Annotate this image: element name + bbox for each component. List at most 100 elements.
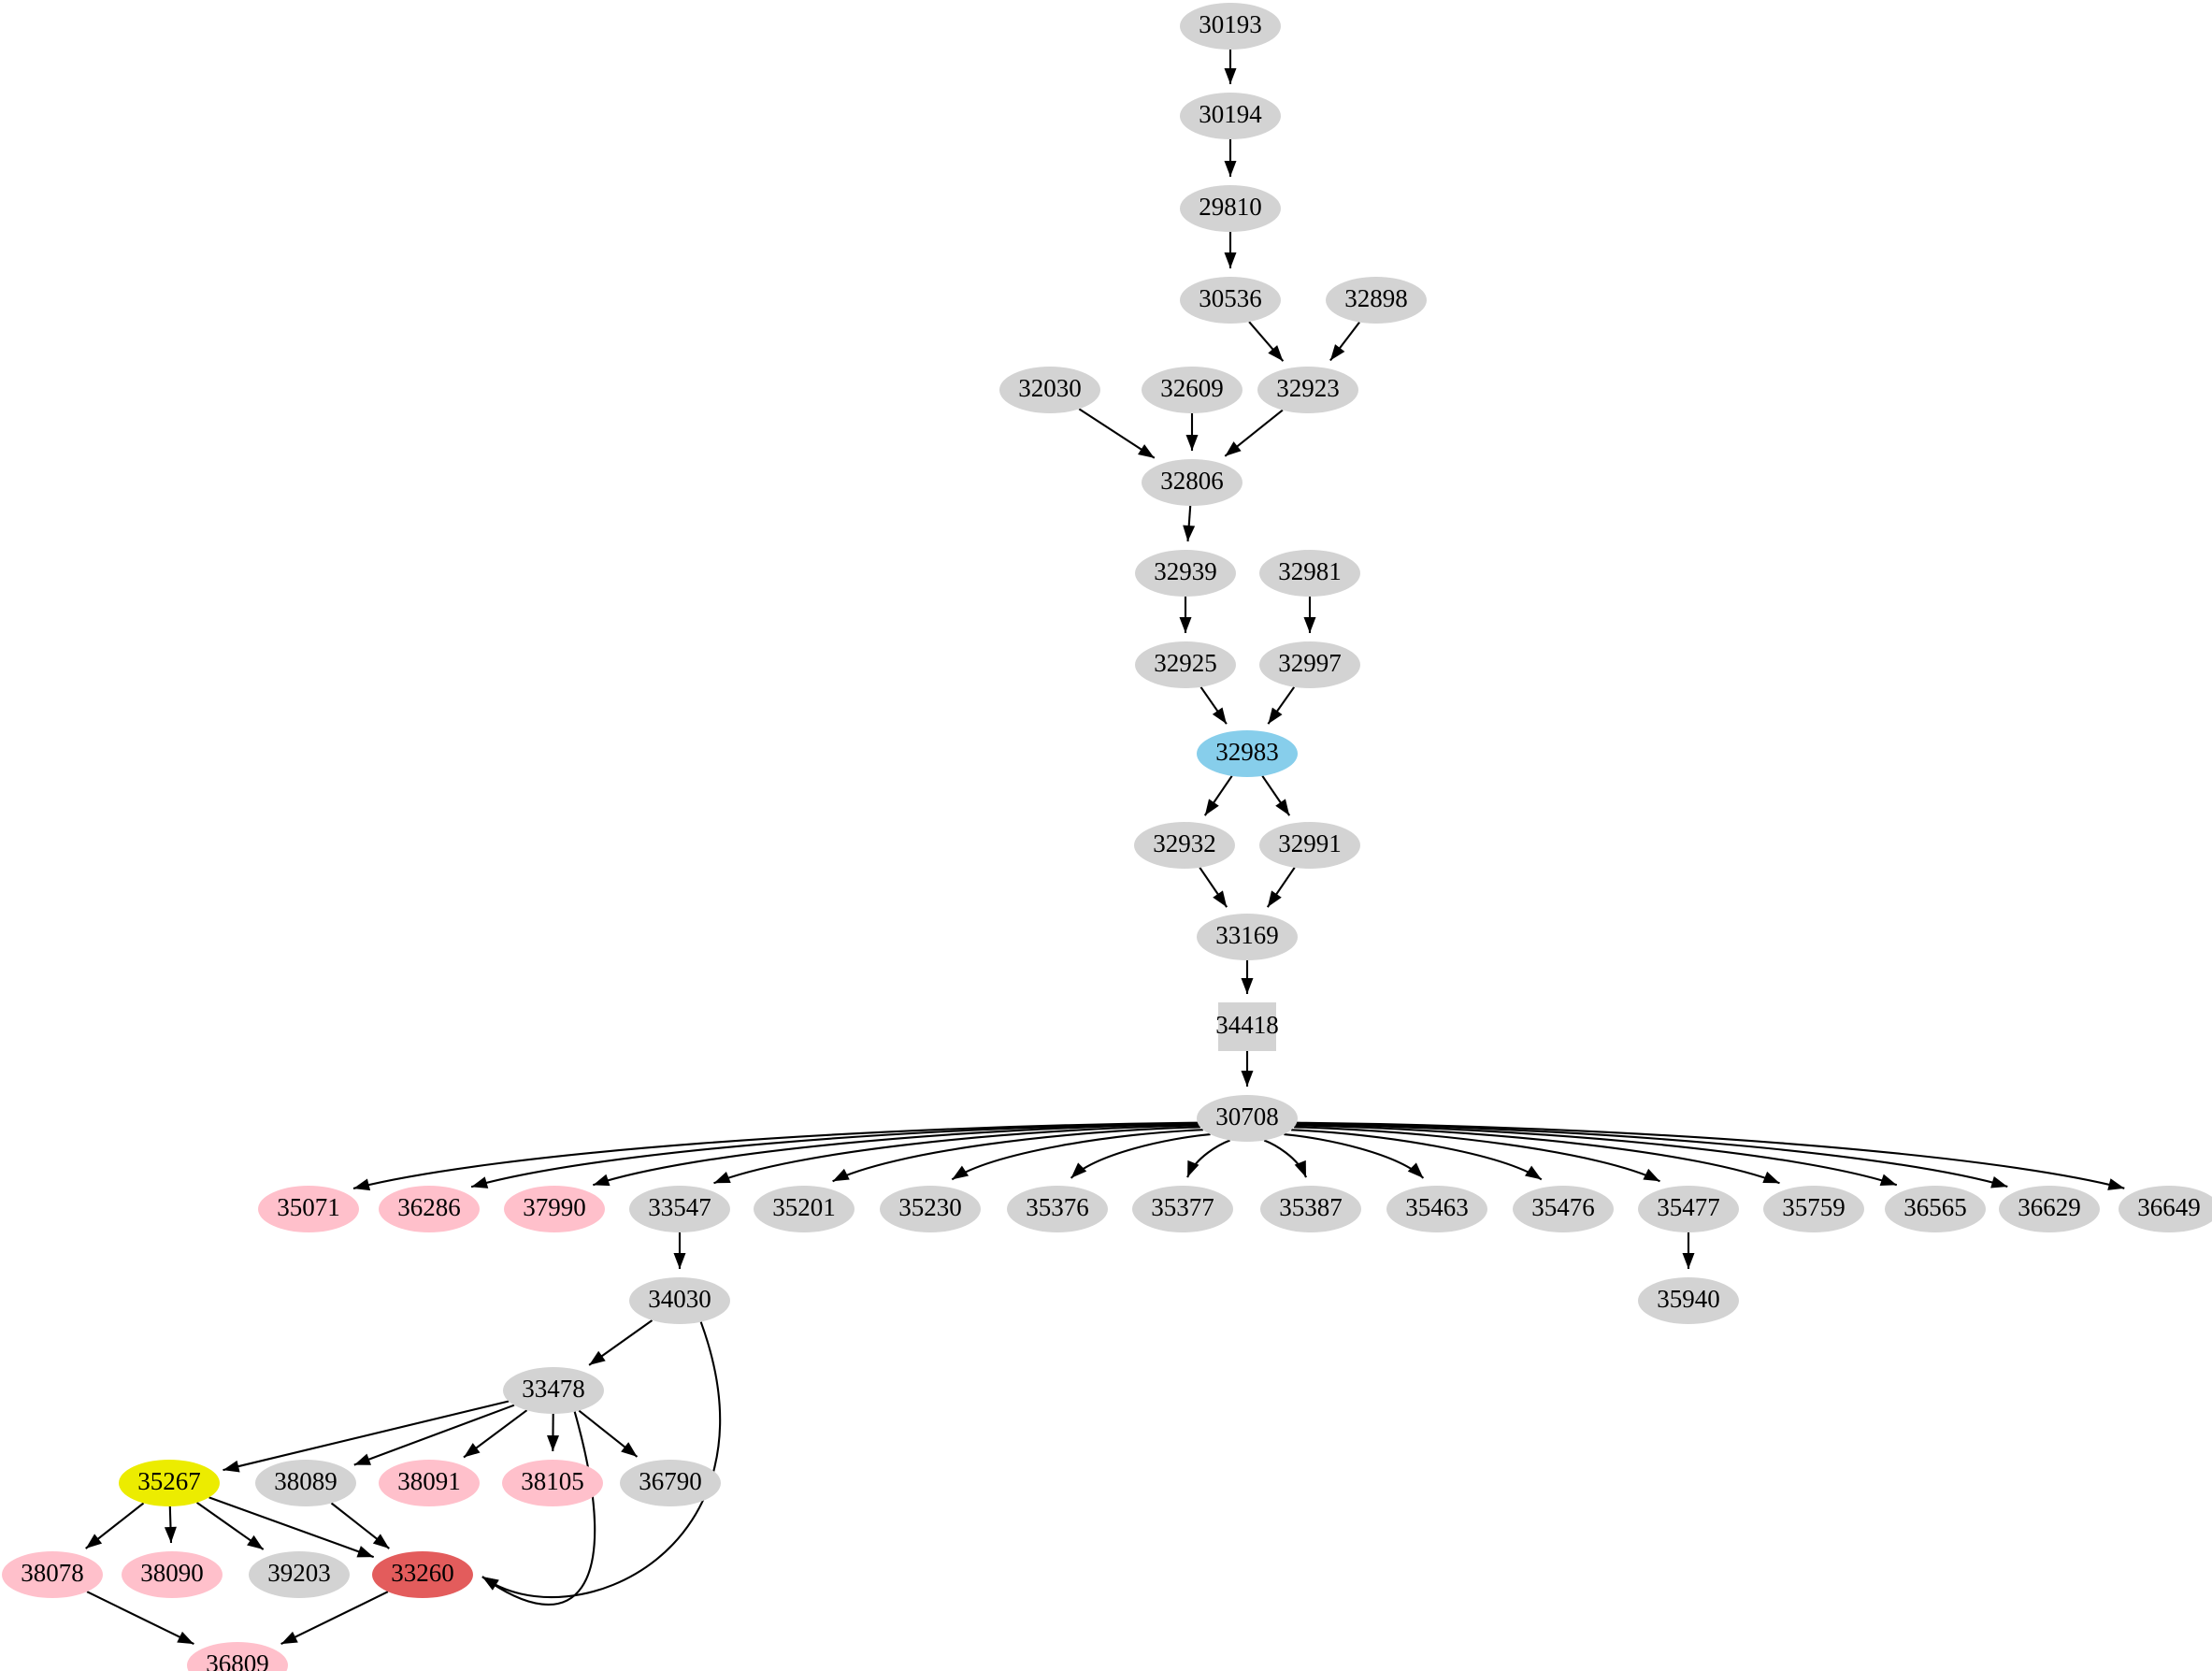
node-ellipse[interactable] bbox=[1638, 1277, 1739, 1324]
graph-node[interactable]: 34030 bbox=[629, 1277, 730, 1324]
node-ellipse[interactable] bbox=[1259, 822, 1360, 869]
graph-node[interactable]: 33478 bbox=[503, 1367, 604, 1414]
graph-node[interactable]: 35759 bbox=[1763, 1186, 1864, 1232]
graph-node[interactable]: 30536 bbox=[1180, 277, 1281, 324]
node-ellipse[interactable] bbox=[379, 1460, 480, 1506]
graph-node[interactable]: 32983 bbox=[1197, 730, 1298, 777]
node-ellipse[interactable] bbox=[1135, 550, 1236, 597]
graph-node[interactable]: 38078 bbox=[2, 1551, 103, 1598]
node-ellipse[interactable] bbox=[1513, 1186, 1614, 1232]
graph-edge bbox=[470, 1122, 1199, 1188]
node-ellipse[interactable] bbox=[1197, 914, 1298, 960]
graph-node[interactable]: 32991 bbox=[1259, 822, 1360, 869]
node-ellipse[interactable] bbox=[1638, 1186, 1739, 1232]
graph-node[interactable]: 32898 bbox=[1326, 277, 1427, 324]
node-ellipse[interactable] bbox=[1999, 1186, 2100, 1232]
node-ellipse[interactable] bbox=[1180, 93, 1281, 139]
node-ellipse[interactable] bbox=[2, 1551, 103, 1598]
node-ellipse[interactable] bbox=[1386, 1186, 1487, 1232]
graph-node[interactable]: 35463 bbox=[1386, 1186, 1487, 1232]
graph-node[interactable]: 32609 bbox=[1142, 367, 1242, 413]
node-ellipse[interactable] bbox=[1259, 641, 1360, 688]
graph-node[interactable]: 32997 bbox=[1259, 641, 1360, 688]
node-ellipse[interactable] bbox=[1197, 730, 1298, 777]
graph-node[interactable]: 32939 bbox=[1135, 550, 1236, 597]
graph-node[interactable]: 35230 bbox=[880, 1186, 981, 1232]
graph-node[interactable]: 32932 bbox=[1134, 822, 1235, 869]
graph-node[interactable]: 36649 bbox=[2119, 1186, 2212, 1232]
node-ellipse[interactable] bbox=[1132, 1186, 1233, 1232]
graph-node[interactable]: 32923 bbox=[1257, 367, 1358, 413]
graph-node[interactable]: 29810 bbox=[1180, 185, 1281, 232]
node-ellipse[interactable] bbox=[503, 1367, 604, 1414]
graph-node[interactable]: 36629 bbox=[1999, 1186, 2100, 1232]
graph-node[interactable]: 38091 bbox=[379, 1460, 480, 1506]
edge-arrowhead bbox=[713, 1171, 731, 1184]
node-ellipse[interactable] bbox=[249, 1551, 350, 1598]
node-ellipse[interactable] bbox=[1180, 277, 1281, 324]
graph-node[interactable]: 30708 bbox=[1197, 1095, 1298, 1142]
node-ellipse[interactable] bbox=[1763, 1186, 1864, 1232]
graph-node[interactable]: 35267 bbox=[119, 1460, 220, 1506]
graph-node[interactable]: 32030 bbox=[999, 367, 1100, 413]
node-ellipse[interactable] bbox=[379, 1186, 480, 1232]
node-ellipse[interactable] bbox=[372, 1551, 473, 1598]
node-ellipse[interactable] bbox=[1197, 1095, 1298, 1142]
graph-node[interactable]: 36790 bbox=[620, 1460, 721, 1506]
graph-node[interactable]: 36286 bbox=[379, 1186, 480, 1232]
node-ellipse[interactable] bbox=[1326, 277, 1427, 324]
node-ellipse[interactable] bbox=[1257, 367, 1358, 413]
node-ellipse[interactable] bbox=[1007, 1186, 1108, 1232]
node-ellipse[interactable] bbox=[629, 1277, 730, 1324]
graph-node[interactable]: 30194 bbox=[1180, 93, 1281, 139]
graph-node[interactable]: 32925 bbox=[1135, 641, 1236, 688]
node-ellipse[interactable] bbox=[629, 1186, 730, 1232]
node-ellipse[interactable] bbox=[1180, 185, 1281, 232]
graph-node[interactable]: 38089 bbox=[255, 1460, 356, 1506]
graph-node[interactable]: 35071 bbox=[258, 1186, 359, 1232]
graph-node[interactable]: 35376 bbox=[1007, 1186, 1108, 1232]
node-ellipse[interactable] bbox=[880, 1186, 981, 1232]
graph-node[interactable]: 35477 bbox=[1638, 1186, 1739, 1232]
node-ellipse[interactable] bbox=[1259, 550, 1360, 597]
graph-node[interactable]: 36809 bbox=[187, 1642, 288, 1671]
node-ellipse[interactable] bbox=[119, 1460, 220, 1506]
node-ellipse[interactable] bbox=[1135, 641, 1236, 688]
graph-node[interactable]: 34418 bbox=[1215, 1002, 1279, 1051]
graph-node[interactable]: 32981 bbox=[1259, 550, 1360, 597]
graph-node[interactable]: 35387 bbox=[1260, 1186, 1361, 1232]
node-ellipse[interactable] bbox=[620, 1460, 721, 1506]
node-ellipse[interactable] bbox=[187, 1642, 288, 1671]
graph-node[interactable]: 38090 bbox=[122, 1551, 223, 1598]
graph-node[interactable]: 36565 bbox=[1885, 1186, 1986, 1232]
graph-edge bbox=[1296, 1121, 2125, 1190]
graph-node[interactable]: 35201 bbox=[754, 1186, 855, 1232]
node-ellipse[interactable] bbox=[1142, 367, 1242, 413]
node-ellipse[interactable] bbox=[122, 1551, 223, 1598]
graph-node[interactable]: 33547 bbox=[629, 1186, 730, 1232]
node-ellipse[interactable] bbox=[504, 1186, 605, 1232]
graph-node[interactable]: 38105 bbox=[502, 1460, 603, 1506]
node-ellipse[interactable] bbox=[258, 1186, 359, 1232]
graph-node[interactable]: 32806 bbox=[1142, 459, 1242, 506]
node-ellipse[interactable] bbox=[1134, 822, 1235, 869]
graph-node[interactable]: 33260 bbox=[372, 1551, 473, 1598]
node-ellipse[interactable] bbox=[1260, 1186, 1361, 1232]
graph-node[interactable]: 33169 bbox=[1197, 914, 1298, 960]
node-box[interactable] bbox=[1218, 1002, 1276, 1051]
graph-node[interactable]: 37990 bbox=[504, 1186, 605, 1232]
node-ellipse[interactable] bbox=[502, 1460, 603, 1506]
graph-node[interactable]: 30193 bbox=[1180, 3, 1281, 50]
edge-arrowhead bbox=[1268, 707, 1283, 725]
node-ellipse[interactable] bbox=[1180, 3, 1281, 50]
graph-node[interactable]: 35940 bbox=[1638, 1277, 1739, 1324]
graph-node[interactable]: 35476 bbox=[1513, 1186, 1614, 1232]
node-ellipse[interactable] bbox=[754, 1186, 855, 1232]
node-ellipse[interactable] bbox=[1142, 459, 1242, 506]
node-ellipse[interactable] bbox=[1885, 1186, 1986, 1232]
graph-node[interactable]: 39203 bbox=[249, 1551, 350, 1598]
graph-node[interactable]: 35377 bbox=[1132, 1186, 1233, 1232]
node-ellipse[interactable] bbox=[2119, 1186, 2212, 1232]
node-ellipse[interactable] bbox=[999, 367, 1100, 413]
node-ellipse[interactable] bbox=[255, 1460, 356, 1506]
